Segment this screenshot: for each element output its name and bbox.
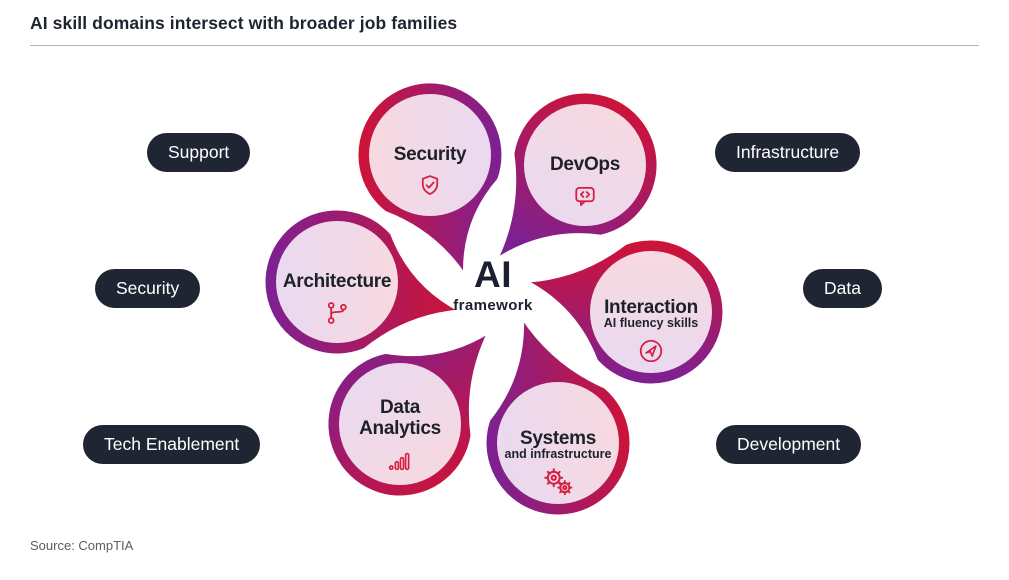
petal-interaction-disc bbox=[590, 251, 712, 373]
petal-devops: DevOps bbox=[492, 90, 660, 264]
job-family-pill-tech-enablement: Tech Enablement bbox=[83, 425, 261, 464]
petal-interaction-subtitle: AI fluency skills bbox=[604, 316, 699, 330]
petal-devops-label: DevOps bbox=[550, 154, 620, 175]
petal-systems-disc bbox=[497, 382, 619, 504]
petal-devops-disc bbox=[524, 104, 646, 226]
petal-data-analytics-label: Data bbox=[380, 397, 421, 418]
petal-systems-subtitle: and infrastructure bbox=[505, 447, 612, 461]
petal-interaction-label: Interaction bbox=[604, 297, 698, 318]
petal-data-analytics-disc bbox=[339, 363, 461, 485]
petal-security-disc bbox=[369, 94, 491, 216]
job-family-pill-data: Data bbox=[803, 269, 882, 308]
framework-center: AI framework bbox=[413, 254, 573, 315]
petal-data-analytics-label: Analytics bbox=[359, 418, 441, 439]
job-family-pill-development: Development bbox=[716, 425, 862, 464]
framework-center-subtitle: framework bbox=[453, 297, 533, 314]
petal-architecture-disc bbox=[276, 221, 398, 343]
source-note: Source: CompTIA bbox=[30, 538, 134, 553]
page-title: AI skill domains intersect with broader … bbox=[30, 13, 458, 33]
petal-systems-label: Systems bbox=[520, 428, 596, 449]
petal-architecture-label: Architecture bbox=[283, 271, 391, 292]
framework-center-title: AI bbox=[474, 254, 512, 295]
title-divider bbox=[30, 45, 979, 46]
petal-security: Security bbox=[355, 80, 505, 281]
job-family-pill-support: Support bbox=[147, 133, 251, 172]
petal-security-label: Security bbox=[394, 144, 467, 165]
job-family-pill-security: Security bbox=[95, 269, 201, 308]
petal-architecture: Architecture bbox=[262, 207, 466, 357]
job-family-pill-infrastructure: Infrastructure bbox=[715, 133, 861, 172]
